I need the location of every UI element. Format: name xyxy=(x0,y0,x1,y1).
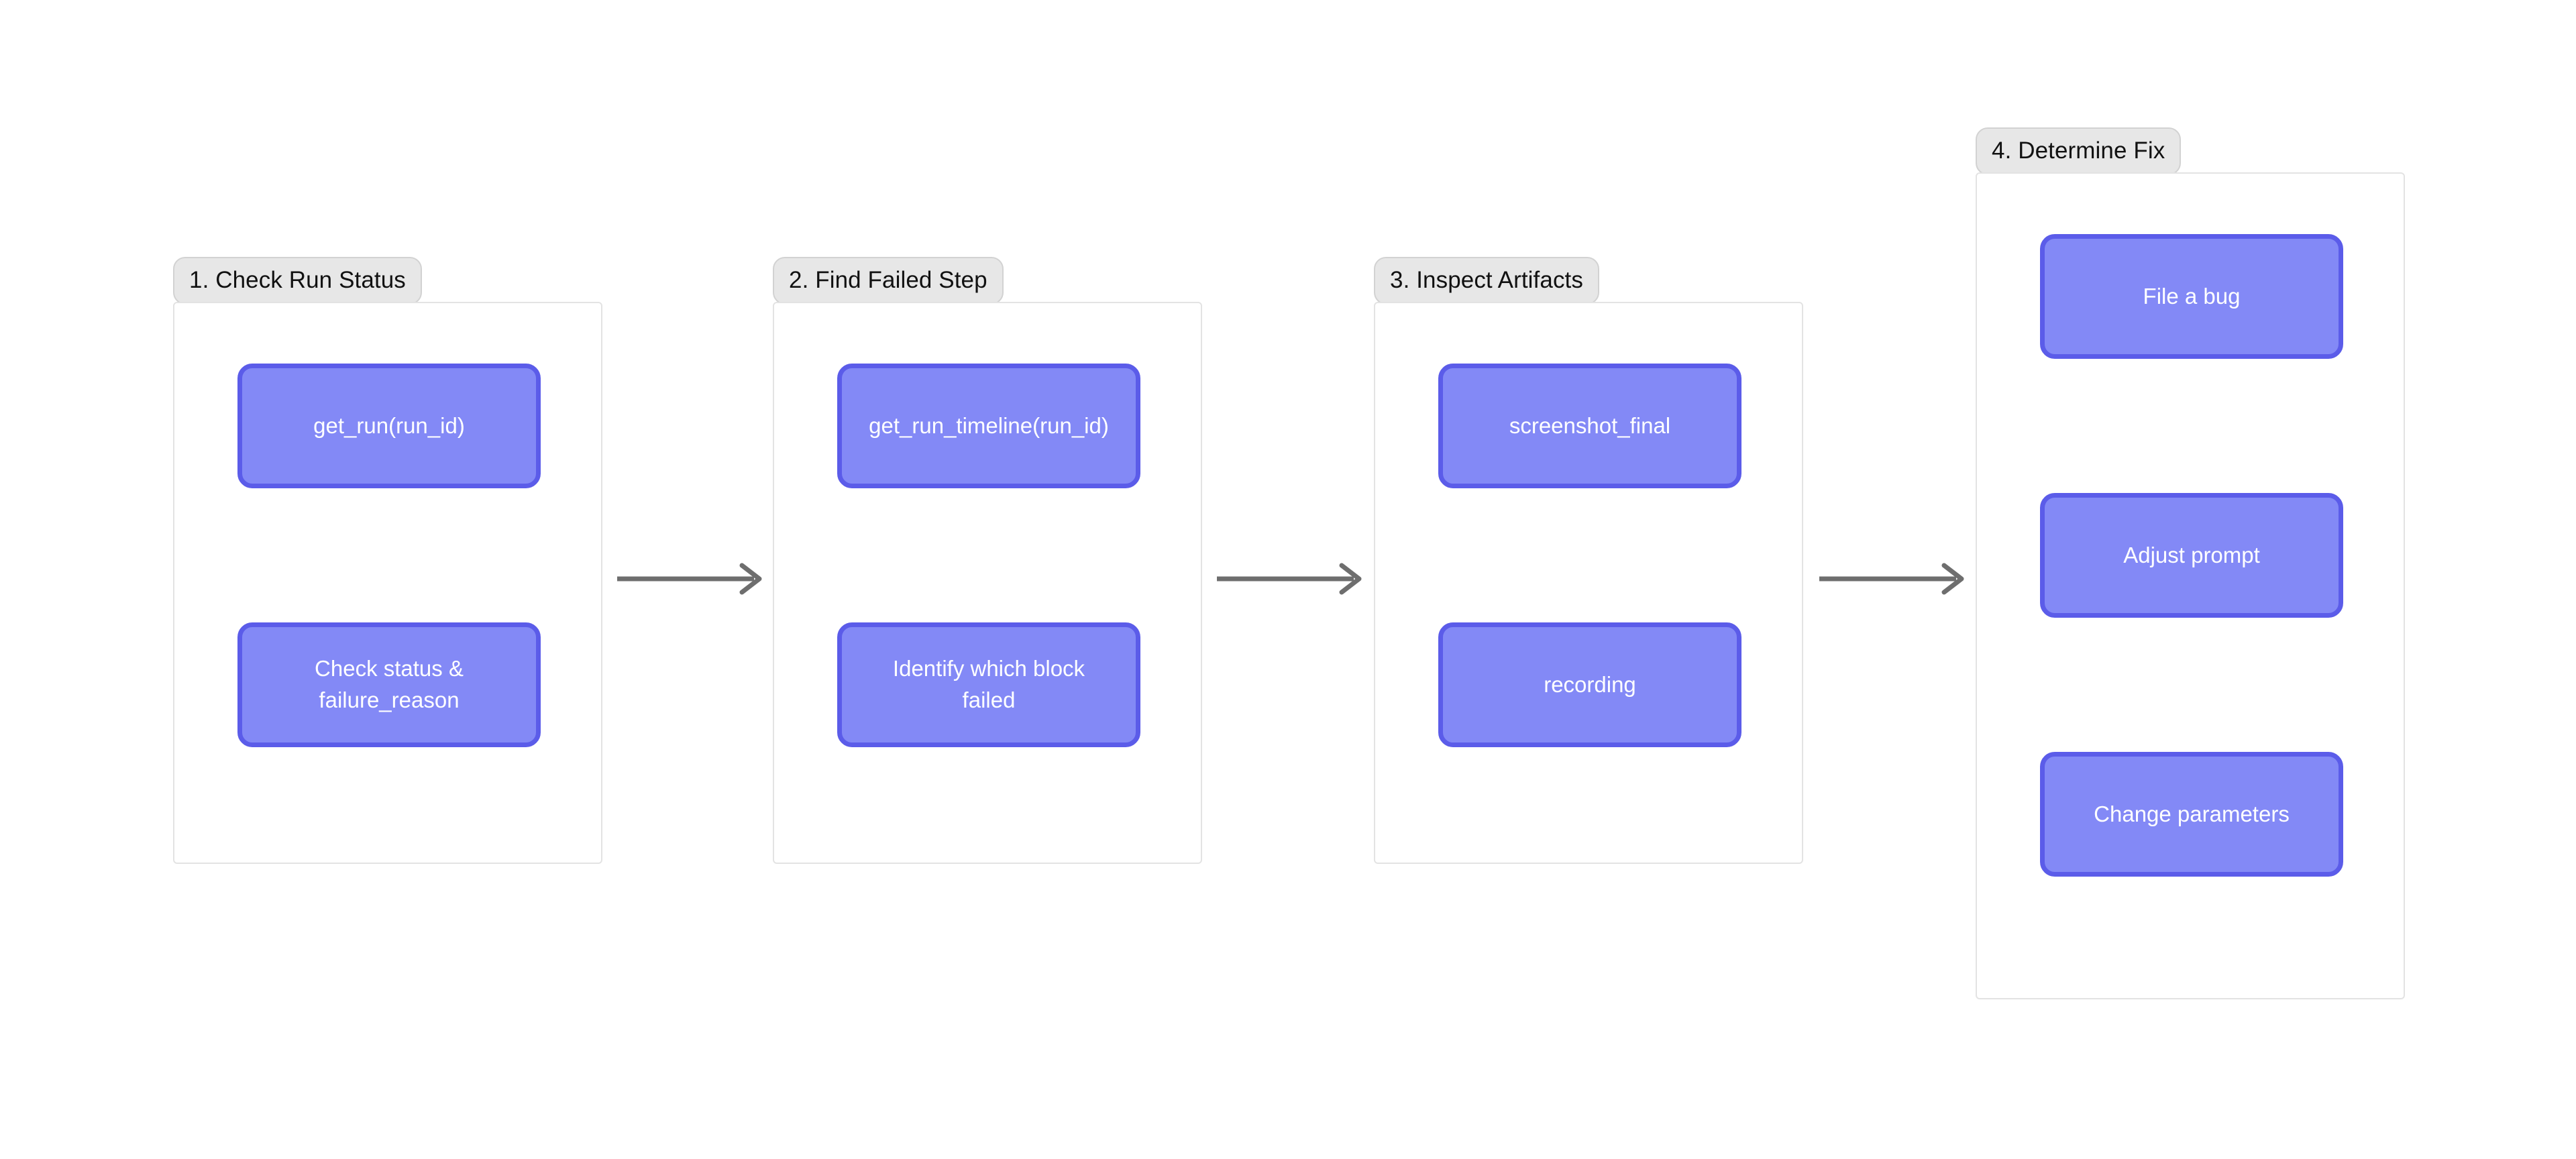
arrow-3-to-4 xyxy=(1819,562,1968,596)
group-label-inspect-artifacts: 3. Inspect Artifacts xyxy=(1374,257,1599,305)
node-change-parameters[interactable]: Change parameters xyxy=(2040,752,2343,877)
node-label: get_run_timeline(run_id) xyxy=(869,412,1109,438)
group-determine-fix: 4. Determine Fix File a bug Adjust promp… xyxy=(1976,127,2405,999)
group-box-check-run-status: get_run(run_id) Check status & failure_r… xyxy=(173,302,602,864)
node-recording[interactable]: recording xyxy=(1438,622,1741,747)
group-label-determine-fix: 4. Determine Fix xyxy=(1976,127,2182,175)
node-file-a-bug[interactable]: File a bug xyxy=(2040,234,2343,359)
group-label-find-failed-step: 2. Find Failed Step xyxy=(773,257,1004,305)
arrow-icon xyxy=(1217,563,1362,595)
node-adjust-prompt[interactable]: Adjust prompt xyxy=(2040,493,2343,618)
group-check-run-status: 1. Check Run Status get_run(run_id) Chec… xyxy=(173,257,602,864)
node-check-status[interactable]: Check status & failure_reason xyxy=(237,622,541,747)
node-label: File a bug xyxy=(2143,283,2241,309)
arrow-2-to-3 xyxy=(1217,562,1366,596)
node-label: Check status & failure_reason xyxy=(315,656,464,712)
group-box-find-failed-step: get_run_timeline(run_id) Identify which … xyxy=(773,302,1202,864)
group-box-inspect-artifacts: screenshot_final recording xyxy=(1374,302,1803,864)
node-label: screenshot_final xyxy=(1509,412,1671,438)
node-label: get_run(run_id) xyxy=(313,412,465,438)
arrow-icon xyxy=(617,563,762,595)
node-label: Identify which block failed xyxy=(892,656,1085,712)
group-find-failed-step: 2. Find Failed Step get_run_timeline(run… xyxy=(773,257,1202,864)
group-box-determine-fix: File a bug Adjust prompt Change paramete… xyxy=(1976,172,2405,999)
node-label: recording xyxy=(1544,671,1636,697)
group-label-check-run-status: 1. Check Run Status xyxy=(173,257,422,305)
node-label: Adjust prompt xyxy=(2123,542,2260,567)
node-identify-block[interactable]: Identify which block failed xyxy=(837,622,1140,747)
node-get-run[interactable]: get_run(run_id) xyxy=(237,364,541,488)
group-inspect-artifacts: 3. Inspect Artifacts screenshot_final re… xyxy=(1374,257,1803,864)
arrow-1-to-2 xyxy=(617,562,766,596)
node-screenshot-final[interactable]: screenshot_final xyxy=(1438,364,1741,488)
arrow-icon xyxy=(1819,563,1964,595)
node-label: Change parameters xyxy=(2094,801,2290,826)
node-get-run-timeline[interactable]: get_run_timeline(run_id) xyxy=(837,364,1140,488)
